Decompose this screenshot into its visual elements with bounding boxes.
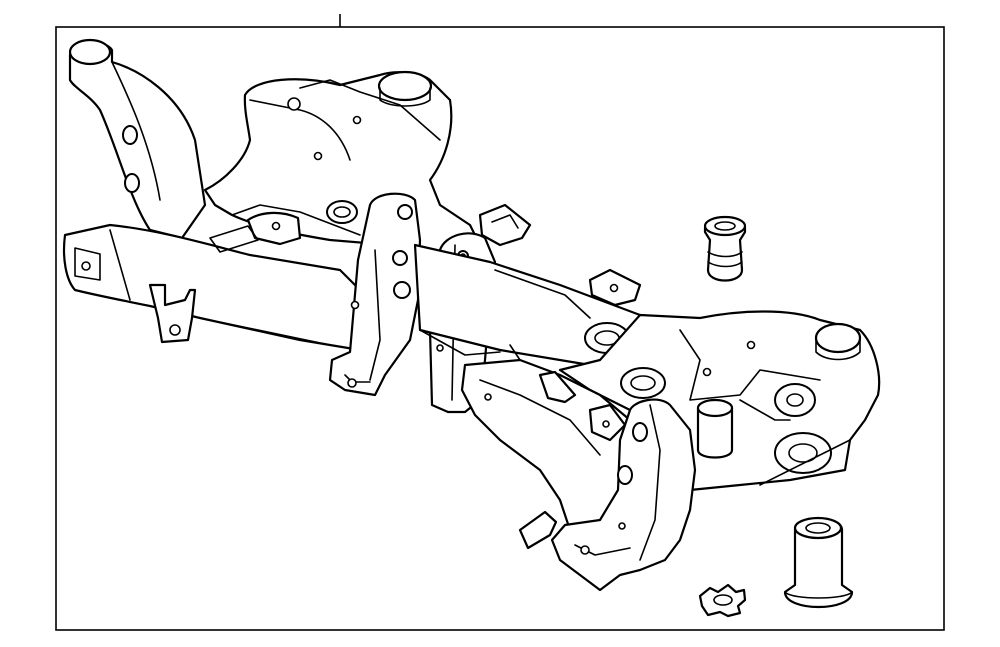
center-mount-left	[328, 192, 422, 397]
rear-crossmember	[203, 70, 482, 257]
left-tower-arm	[68, 38, 207, 240]
right-rear-stud	[696, 398, 734, 459]
upper-bushing	[703, 215, 747, 282]
left-side-rail	[62, 223, 382, 352]
right-rear-bracket	[478, 203, 642, 307]
retainer-clip	[698, 583, 747, 618]
front-crossmember-subframe	[62, 38, 881, 592]
right-front-tower	[518, 398, 697, 592]
lower-bushing	[783, 516, 854, 608]
diagram-frame	[55, 14, 945, 631]
